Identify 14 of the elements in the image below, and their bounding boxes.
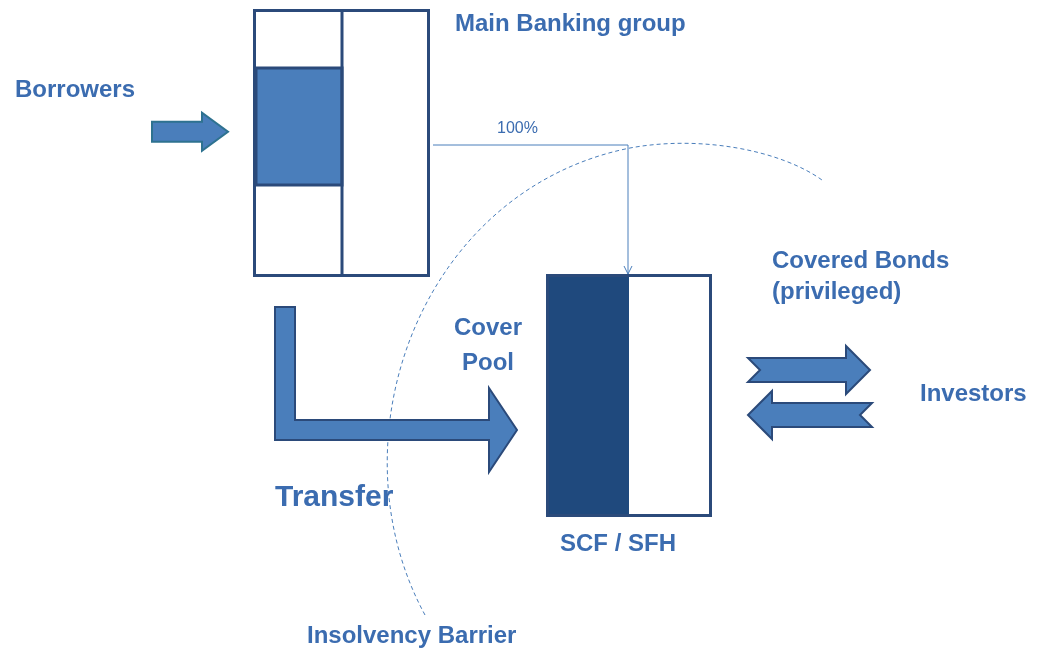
block-arrow [274,306,519,476]
side-caption: Cover Pool [453,312,523,377]
node-label: Borrowers [15,72,136,107]
edge-label: Transfer [275,478,394,514]
barrier-label: Insolvency Barrier [307,620,517,650]
edge-label: Covered Bonds (privileged) [772,245,951,307]
block-arrow [746,388,875,442]
group-heading: Main Banking group [455,8,686,38]
entity-heading: SCF / SFH [560,528,676,558]
edge-label: 100% [497,118,538,138]
node-label: Investors [920,376,1027,411]
arrow [432,144,633,275]
block-arrow [745,343,872,397]
block-arrow [151,110,230,153]
